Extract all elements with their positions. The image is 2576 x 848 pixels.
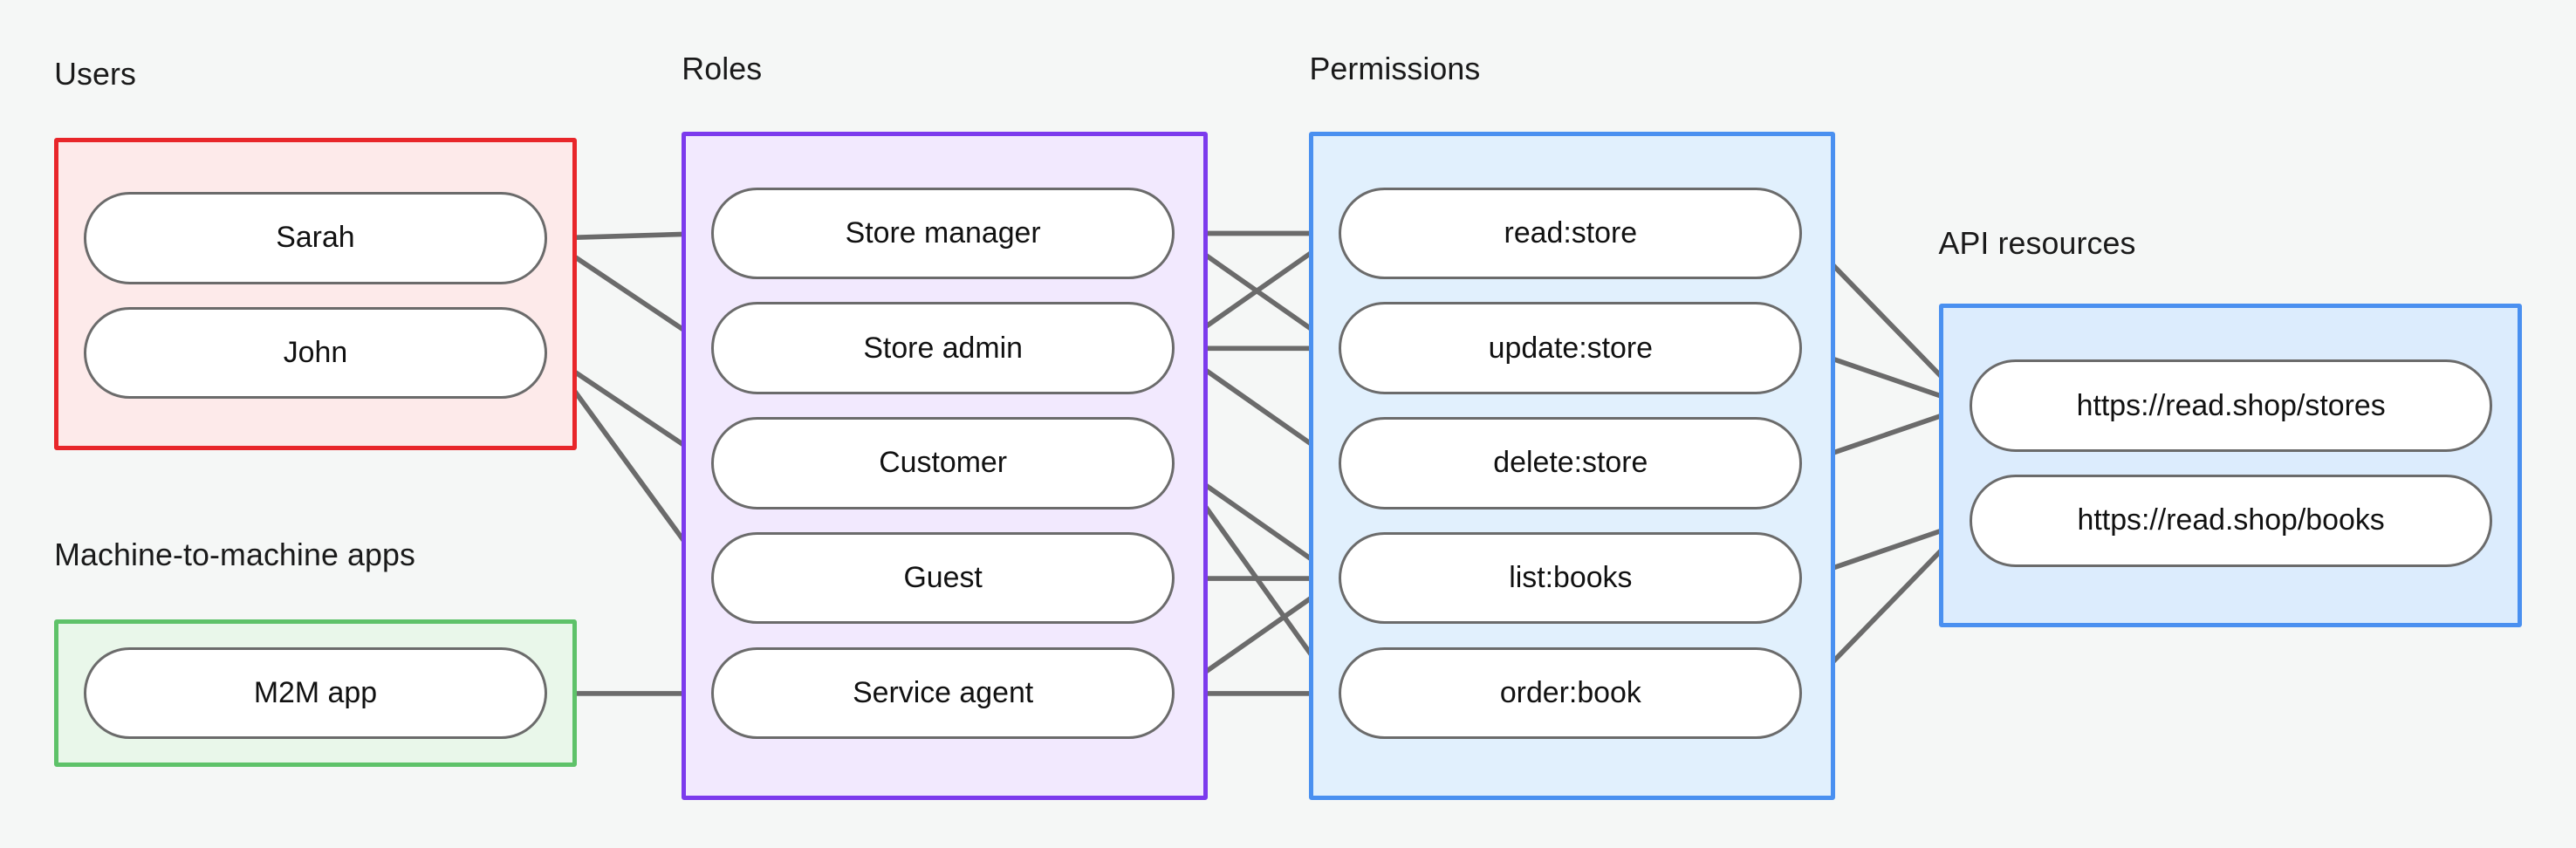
group-label-roles: Roles [682, 51, 763, 87]
node-list_books[interactable]: list:books [1339, 531, 1803, 625]
group-label-users: Users [54, 56, 137, 92]
node-store_admin[interactable]: Store admin [711, 302, 1175, 394]
node-read_store[interactable]: read:store [1339, 187, 1803, 280]
group-box-users [54, 138, 577, 450]
node-delete_store[interactable]: delete:store [1339, 417, 1803, 509]
node-order_book[interactable]: order:book [1339, 646, 1803, 740]
group-box-api_resources [1938, 304, 2522, 628]
node-res_books[interactable]: https://read.shop/books [1970, 475, 2492, 567]
node-service_agent[interactable]: Service agent [711, 646, 1175, 740]
node-sarah[interactable]: Sarah [84, 192, 547, 284]
node-store_manager[interactable]: Store manager [711, 187, 1175, 280]
group-label-m2m: Machine-to-machine apps [54, 537, 415, 573]
node-m2mapp[interactable]: M2M app [84, 646, 547, 740]
group-label-api_resources: API resources [1938, 225, 2136, 261]
group-label-permissions: Permissions [1309, 51, 1481, 87]
node-update_store[interactable]: update:store [1339, 302, 1803, 394]
node-customer[interactable]: Customer [711, 417, 1175, 509]
node-john[interactable]: John [84, 307, 547, 400]
node-res_stores[interactable]: https://read.shop/stores [1970, 359, 2492, 452]
node-guest[interactable]: Guest [711, 531, 1175, 625]
